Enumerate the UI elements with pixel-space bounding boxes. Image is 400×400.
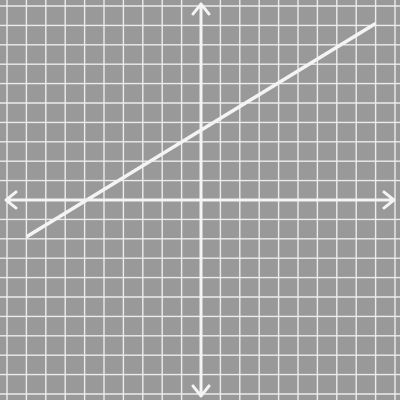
x-axis-right-arrow-icon — [382, 190, 396, 210]
series-line-0 — [25, 21, 377, 239]
y-axis-bottom-arrow-icon — [191, 384, 211, 398]
x-axis-left-arrow-icon — [4, 190, 18, 210]
y-axis-top-arrow-icon — [191, 2, 211, 16]
y-axis — [191, 2, 211, 398]
axes — [4, 2, 396, 398]
series-layer — [25, 21, 377, 239]
